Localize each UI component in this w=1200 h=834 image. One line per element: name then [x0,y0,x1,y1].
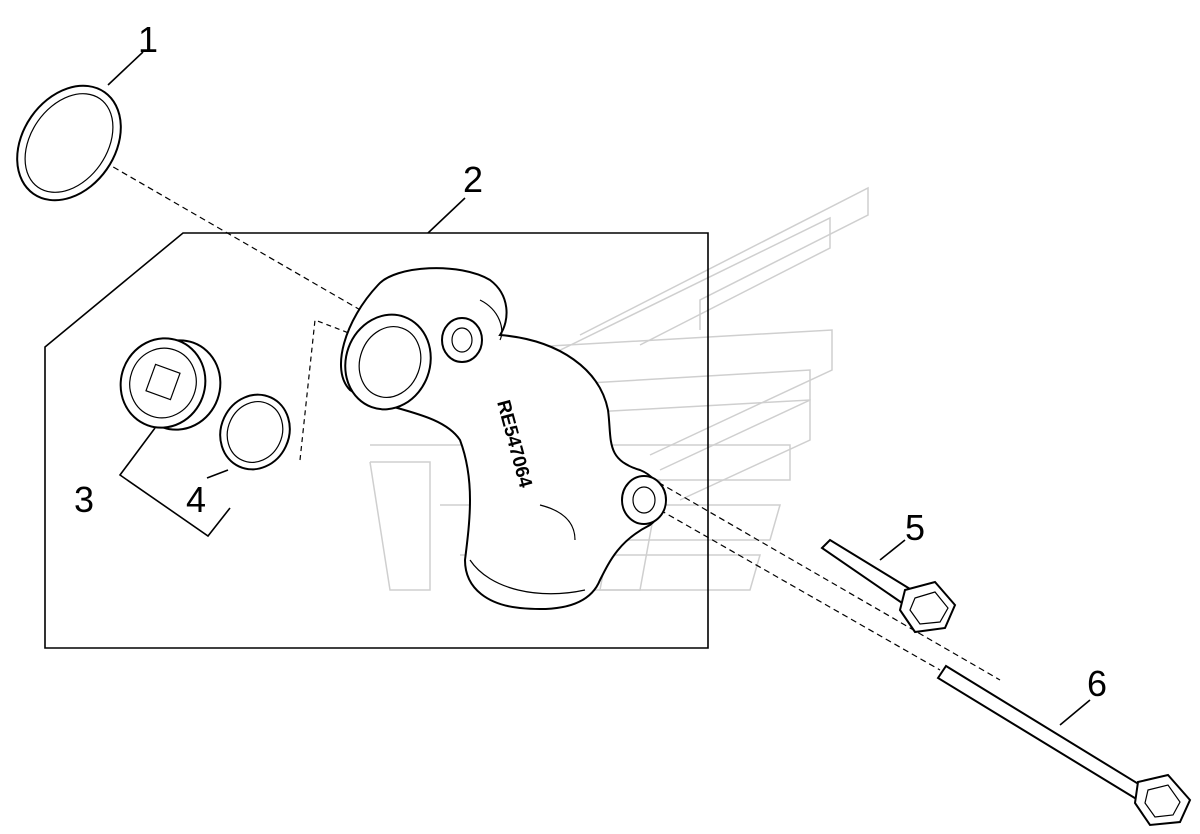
short-bolt-part [820,538,957,634]
callout-1: 1 [138,19,158,60]
o-ring-part [16,84,122,202]
leader-lines [107,51,1091,726]
callout-4: 4 [186,479,206,520]
plug-axis-line [299,319,381,461]
assembly-outline [44,232,709,649]
small-o-ring-part [219,393,291,471]
plug-part [119,337,222,431]
center-axis-line [69,141,1001,681]
callout-2: 2 [463,159,483,200]
callout-3: 3 [74,479,94,520]
long-bolt-part [936,664,1192,827]
housing-part: RE547064 [340,267,667,611]
callout-5: 5 [905,507,925,548]
center-axis-lower [659,509,941,671]
callout-6: 6 [1087,663,1107,704]
